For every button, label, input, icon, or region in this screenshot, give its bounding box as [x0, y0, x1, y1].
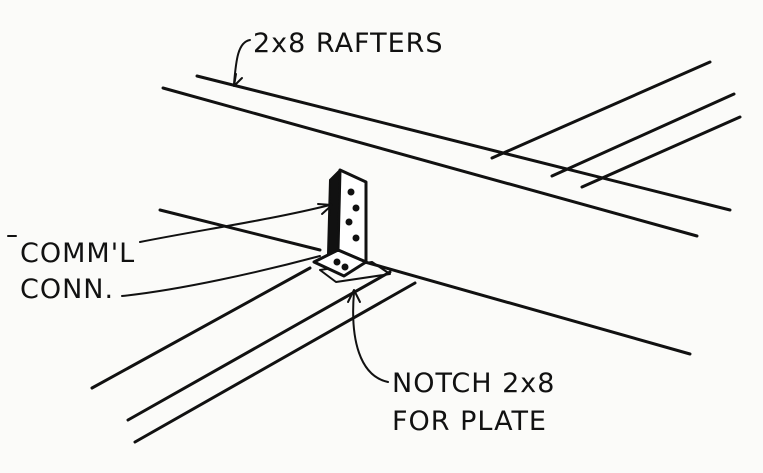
rafters-label: 2x8 RAFTERS	[253, 28, 444, 59]
connector-base-hole-1	[333, 258, 341, 266]
upper-rafter	[161, 74, 732, 238]
connector-vertical-face	[336, 168, 368, 264]
lower-plate-edge-1	[90, 266, 312, 390]
connector-hole-4	[352, 234, 360, 242]
notch-label-line1: NOTCH 2x8	[392, 368, 555, 399]
plate-middle-edge	[550, 92, 736, 178]
lower-plate	[90, 266, 417, 444]
connector-leader-arrowhead	[317, 203, 333, 215]
lower-rafter-top-edge-right	[363, 260, 692, 356]
connector-leader-upper	[139, 204, 331, 243]
leader-lines	[7, 39, 389, 383]
connector-hole-1	[347, 188, 355, 196]
lower-rafter-top-edge-left	[158, 208, 322, 252]
connector-side-shade	[327, 169, 341, 255]
lower-plate-edge-3	[133, 281, 417, 444]
connector-hole-3	[345, 218, 353, 226]
notch-label-line2: FOR PLATE	[392, 406, 547, 437]
upper-rafter-top-edge	[195, 74, 732, 212]
upper-rafter-bottom-edge	[161, 86, 699, 238]
lower-plate-edge-2	[126, 270, 392, 422]
plate-bottom-edge	[580, 115, 742, 189]
connector-base-hole-2	[341, 263, 349, 271]
lower-rafter	[158, 208, 692, 356]
connector-label-line2: CONN.	[20, 274, 114, 305]
notch-leader	[352, 291, 389, 383]
notch-leader-arrowhead	[347, 289, 361, 303]
rafters-leader-arrowhead	[233, 73, 243, 87]
commercial-connector	[312, 168, 368, 278]
top-plate	[490, 60, 742, 189]
connector-label-line1: COMM'L	[20, 238, 135, 269]
connector-leader-lower	[121, 255, 321, 297]
connector-hole-2	[352, 204, 360, 212]
plate-top-edge	[490, 60, 712, 160]
